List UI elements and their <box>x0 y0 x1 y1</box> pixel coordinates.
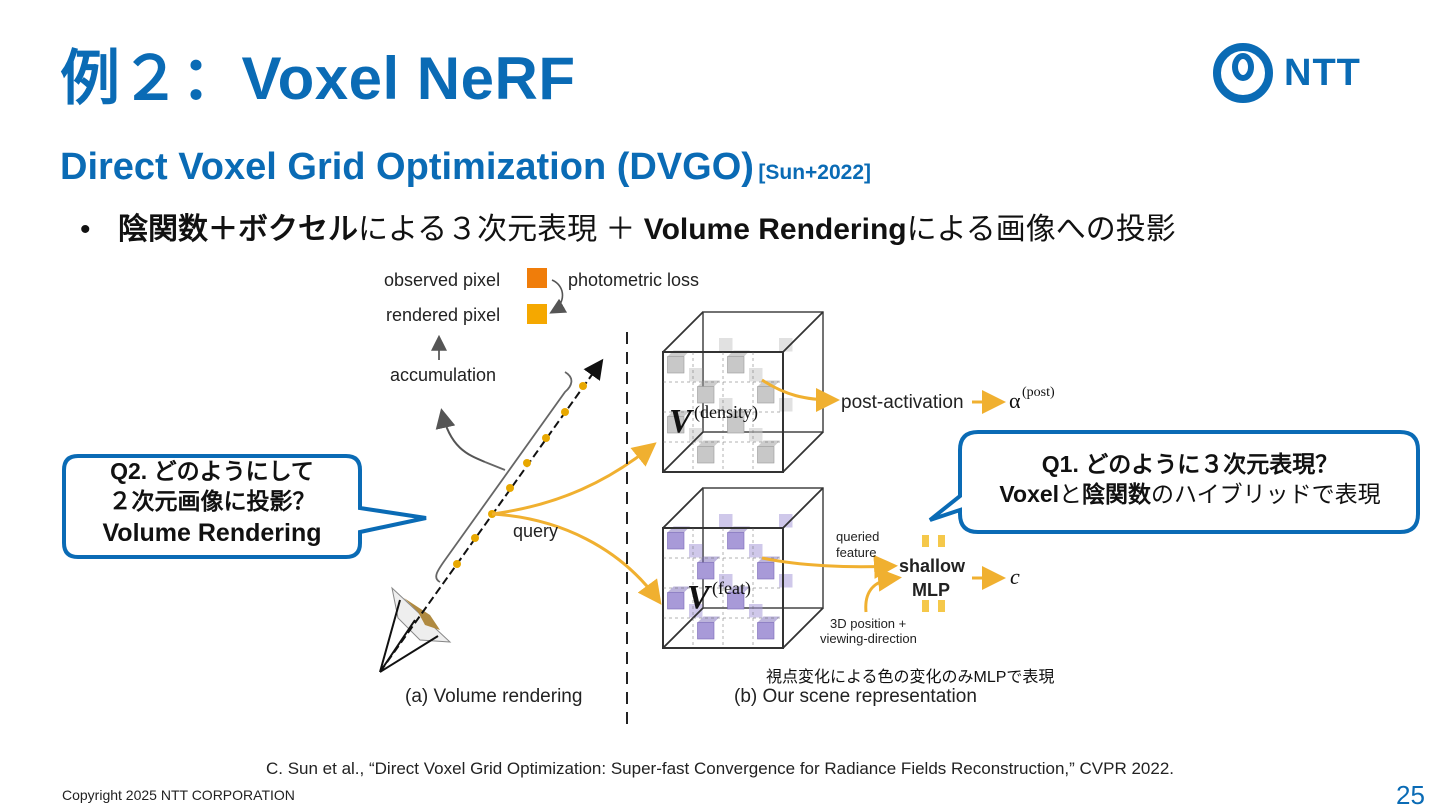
mlp-label: MLP <box>912 580 950 600</box>
subtitle-text: Direct Voxel Grid Optimization (DVGO) <box>60 146 754 188</box>
observed-pixel-swatch <box>527 268 547 288</box>
position-label-2: viewing-direction <box>820 631 917 646</box>
q1-rest: のハイブリッドで表現 <box>1151 480 1381 507</box>
c-symbol: c <box>1010 564 1020 589</box>
q2-callout-bubble <box>62 454 427 559</box>
sample-point <box>561 408 569 416</box>
q2-line-3: Volume Rendering <box>102 518 322 547</box>
position-to-mlp-arrow <box>864 567 902 613</box>
v-feat-symbol: V <box>687 579 712 616</box>
sample-point <box>471 534 479 542</box>
slide-title: 例２：Voxel NeRF <box>60 45 576 112</box>
density-voxel-grid <box>662 311 824 473</box>
q1-line-2: Voxelと陰関数のハイブリッドで表現 <box>965 480 1415 510</box>
query-arrow-feat <box>491 512 662 605</box>
query-arrow-density <box>491 442 657 516</box>
camera-image-content <box>404 598 440 630</box>
post-activation-label: post-activation <box>841 392 964 413</box>
bullet-text-4: による画像への投影 <box>906 213 1176 246</box>
photometric-loss-label: photometric loss <box>568 270 699 290</box>
q1-voxel: Voxel <box>999 480 1060 507</box>
subtitle-citation: [Sun+2022] <box>758 161 872 184</box>
copyright: Copyright 2025 NTT CORPORATION <box>62 787 295 803</box>
rendered-pixel-label: rendered pixel <box>386 305 500 325</box>
q1-callout: Q1. どのように３次元表現？ Voxelと陰関数のハイブリッドで表現 <box>965 450 1415 510</box>
alpha-superscript: (post) <box>1022 385 1055 400</box>
accumulation-curve-icon <box>435 408 486 463</box>
ntt-logo-mark-icon <box>1213 43 1273 103</box>
q1-line-1: Q1. どのように３次元表現？ <box>1041 451 1339 477</box>
bullet-dot-icon: • <box>80 213 91 246</box>
position-label-1: 3D position + <box>830 616 906 631</box>
shallow-label: shallow <box>899 556 966 576</box>
bullet-bold-3: Volume Rendering <box>643 213 907 246</box>
accumulation-label: accumulation <box>390 365 496 385</box>
rendered-pixel-swatch <box>527 304 547 324</box>
ntt-logo-text: NTT <box>1284 52 1361 94</box>
mlp-note: 視点変化による色の変化のみMLPで表現 <box>766 669 1055 686</box>
density-superscript: (density) <box>694 402 758 423</box>
sample-point <box>542 434 550 442</box>
page-number: 25 <box>1396 780 1425 810</box>
sample-point <box>453 560 461 568</box>
v-density-symbol: V <box>669 403 694 440</box>
observed-pixel-label: observed pixel <box>384 270 500 290</box>
bullet-text-2: による３次元表現 ＋ <box>358 213 644 246</box>
feature-voxel-grid <box>662 487 824 649</box>
q1-inr: 陰関数 <box>1082 480 1152 507</box>
q2-callout: Q2. どのようにして ２次元画像に投影？ Volume Rendering <box>64 457 360 549</box>
caption-a: (a) Volume rendering <box>405 686 582 707</box>
alpha-symbol: α <box>1009 388 1021 413</box>
caption-b: (b) Our scene representation <box>734 686 977 707</box>
ray-sample-points <box>453 382 587 568</box>
reference-citation: C. Sun et al., “Direct Voxel Grid Optimi… <box>265 759 1174 778</box>
sample-point <box>506 484 514 492</box>
q1-callout-bubble <box>928 430 1420 534</box>
slide-subtitle: Direct Voxel Grid Optimization (DVGO) [S… <box>60 146 871 189</box>
sample-point <box>579 382 587 390</box>
bullet-point: • 陰関数＋ボクセルによる３次元表現 ＋ Volume Renderingによる画… <box>80 204 1176 248</box>
loss-arrow-icon <box>549 279 568 314</box>
q2-line-1: Q2. どのようにして <box>110 458 314 484</box>
density-to-activation-arrow <box>761 378 840 412</box>
queried-label-2: feature <box>836 545 876 560</box>
bullet-bold-1: 陰関数＋ボクセル <box>118 213 358 246</box>
ntt-logo: NTT <box>1210 42 1370 104</box>
mlp-neuron-marks <box>922 535 945 612</box>
q1-to: と <box>1059 480 1083 507</box>
q2-line-2: ２次元画像に投影？ <box>108 487 316 514</box>
sample-point <box>523 459 531 467</box>
feat-superscript: (feat) <box>712 578 751 599</box>
queried-label-1: queried <box>836 529 879 544</box>
query-label: query <box>513 521 558 541</box>
ray-bracket <box>435 371 573 583</box>
feature-to-mlp-arrow <box>761 554 898 579</box>
